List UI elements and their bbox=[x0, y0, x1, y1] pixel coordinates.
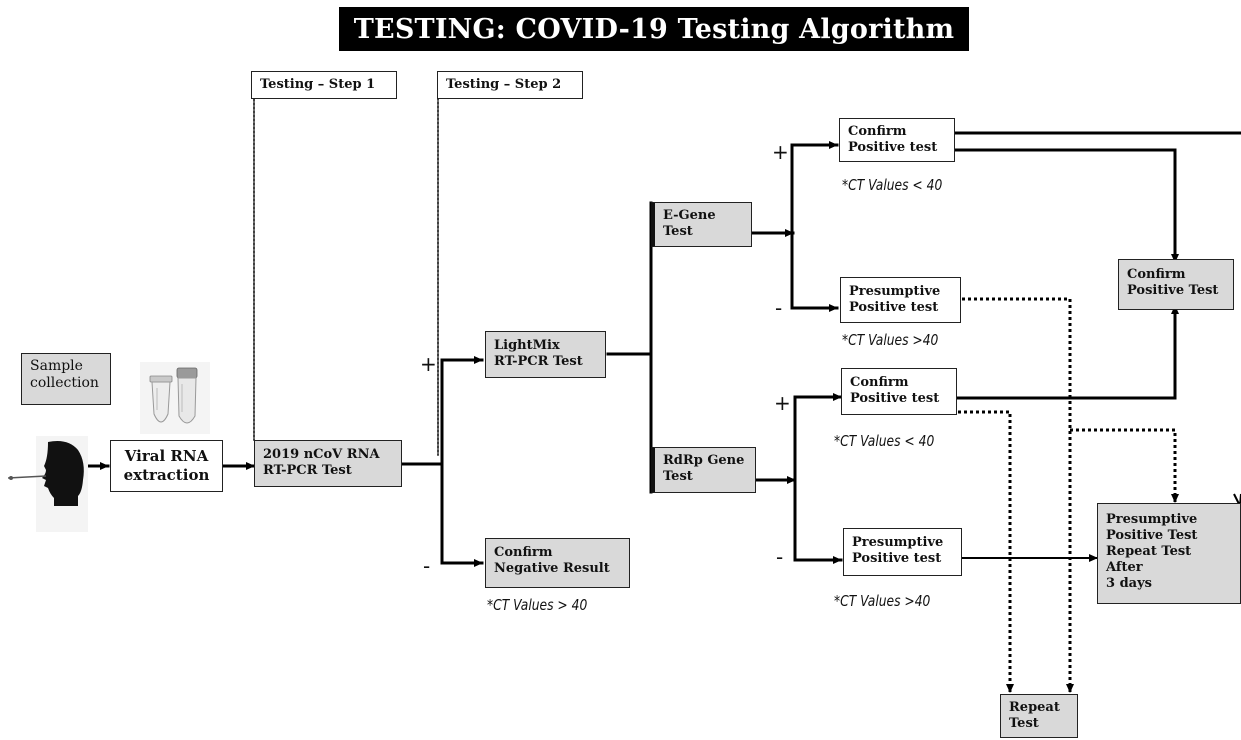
ncov-rt-pcr-test-box: 2019 nCoV RNA RT-PCR Test bbox=[254, 440, 402, 487]
ct-values-confirm2-label: *CT Values < 40 bbox=[834, 432, 935, 450]
test-tubes-icon bbox=[140, 362, 210, 434]
plus-sign-egene: + bbox=[772, 140, 789, 164]
confirm-positive-test-box-2: Confirm Positive test bbox=[841, 368, 957, 415]
person-swab-icon bbox=[8, 436, 88, 532]
sample-collection-box: Sample collection bbox=[21, 353, 111, 405]
e-gene-test-box: E-Gene Test bbox=[651, 202, 752, 247]
ct-values-presumptive1-label: *CT Values >40 bbox=[842, 331, 939, 349]
repeat-test-box: Repeat Test bbox=[1000, 694, 1078, 738]
dotted-to-presumptive-final bbox=[1070, 428, 1179, 503]
confirm-positive-test-box-1: Confirm Positive test bbox=[839, 118, 955, 162]
rdrp-gene-test-box: RdRp Gene Test bbox=[651, 447, 756, 493]
presumptive-positive-test-box-2: Presumptive Positive test bbox=[843, 528, 962, 576]
confirm-positive-test-final-box: Confirm Positive Test bbox=[1118, 259, 1234, 310]
plus-sign-step1: + bbox=[420, 352, 437, 376]
dotted-presumptive1-to-repeat bbox=[962, 297, 1074, 693]
step1-label: Testing – Step 1 bbox=[251, 71, 397, 99]
dotted-confirm2-to-repeat bbox=[958, 410, 1014, 693]
arrow-confirm1-to-final bbox=[954, 148, 1179, 264]
confirm-negative-result-box: Confirm Negative Result bbox=[485, 538, 630, 588]
presumptive-repeat-test-box: Presumptive Positive Test Repeat Test Af… bbox=[1097, 503, 1241, 604]
viral-rna-extraction-box: Viral RNA extraction bbox=[110, 440, 223, 492]
minus-sign-step1: - bbox=[423, 554, 431, 578]
arrow-confirm2-to-final bbox=[956, 304, 1179, 400]
lightmix-rt-pcr-test-box: LightMix RT-PCR Test bbox=[485, 331, 606, 378]
minus-sign-rdrp: - bbox=[776, 545, 784, 569]
minus-sign-egene: - bbox=[775, 296, 783, 320]
ct-values-confirm1-label: *CT Values < 40 bbox=[842, 176, 943, 194]
plus-sign-rdrp: + bbox=[774, 391, 791, 415]
ct-values-negative-label: *CT Values > 40 bbox=[487, 596, 588, 614]
presumptive-positive-test-box-1: Presumptive Positive test bbox=[840, 277, 961, 323]
ct-values-presumptive2-label: *CT Values >40 bbox=[834, 592, 931, 610]
diagram-title: TESTING: COVID-19 Testing Algorithm bbox=[339, 7, 969, 51]
step2-label: Testing – Step 2 bbox=[437, 71, 583, 99]
